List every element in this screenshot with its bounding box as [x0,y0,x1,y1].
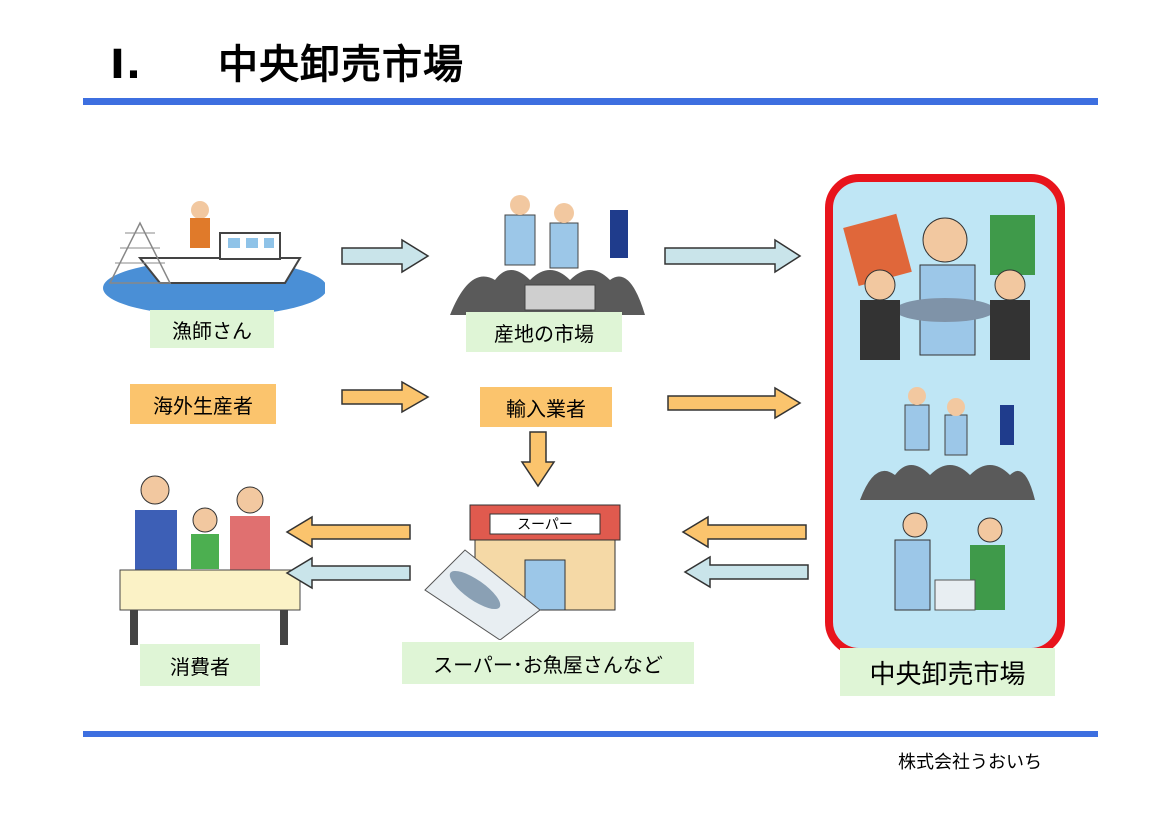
arrow-local-market-to-central [664,238,802,274]
arrow-fisherman-to-local-market [341,238,430,274]
supermarket-illustration: スーパー [424,504,621,640]
arrow-overseas-to-importer [341,380,430,414]
arrow-retailer-to-consumer-orange [285,515,411,549]
arrow-central-to-retailer-orange [681,515,807,549]
arrow-importer-to-retailer [520,431,556,488]
arrow-importer-to-central [667,386,802,420]
overseas-producer-label: 海外生産者 [130,384,276,424]
central-market-illustration [843,213,1035,611]
page-title: Ⅰ. 中央卸売市場 [110,32,464,90]
local-market-label: 産地の市場 [466,312,622,352]
supermarket-sign-text: スーパー [517,517,573,533]
fisherman-label: 漁師さん [150,310,274,348]
consumer-label: 消費者 [140,644,260,686]
local-market-illustration [450,195,645,315]
central-market-label: 中央卸売市場 [840,648,1055,696]
arrow-retailer-to-consumer-blue [285,556,411,590]
bottom-rule [83,731,1098,737]
company-name: 株式会社うおいち [898,752,1042,773]
title-text: 中央卸売市場 [218,42,464,88]
importer-label: 輸入業者 [480,387,612,427]
fisherman-illustration [103,201,325,316]
top-rule [83,98,1098,105]
retailer-label: スーパー･お魚屋さんなど [402,642,694,684]
section-number: Ⅰ. [110,42,143,88]
consumer-illustration [119,475,301,645]
arrow-central-to-retailer-blue [683,555,809,589]
